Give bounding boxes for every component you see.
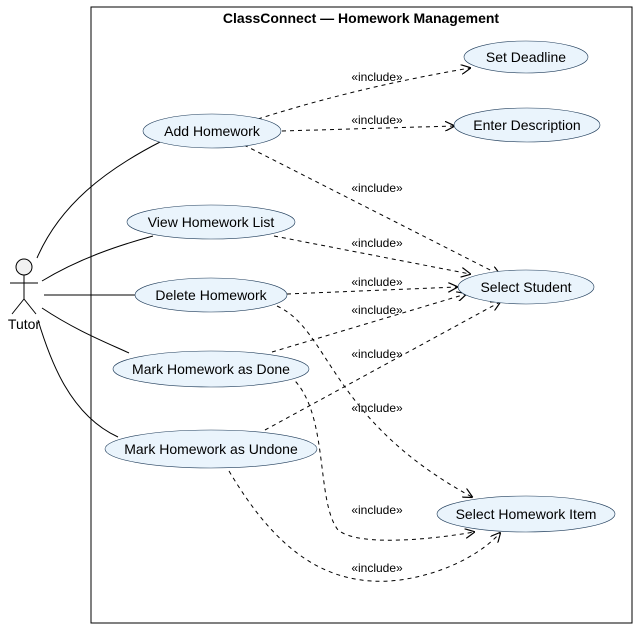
include-done-to-homework-item bbox=[289, 375, 474, 541]
usecase-label: Select Student bbox=[480, 279, 571, 295]
include-label: «include» bbox=[351, 181, 403, 195]
usecase-enter-description[interactable]: Enter Description bbox=[453, 107, 601, 143]
usecase-shape bbox=[457, 269, 595, 305]
usecase-shape bbox=[453, 107, 601, 143]
system-title: ClassConnect — Homework Management bbox=[223, 10, 500, 26]
usecase-delete-homework[interactable]: Delete Homework bbox=[134, 277, 288, 313]
usecase-view-homework-list[interactable]: View Homework List bbox=[126, 204, 296, 240]
usecase-shape bbox=[134, 277, 288, 313]
include-label: «include» bbox=[351, 113, 403, 127]
usecase-label: Delete Homework bbox=[155, 287, 267, 303]
usecase-shape bbox=[104, 429, 318, 469]
include-delete-to-homework-item bbox=[276, 305, 472, 497]
include-label: «include» bbox=[351, 275, 403, 289]
association-add-homework bbox=[36, 140, 163, 259]
actor-right-leg bbox=[23, 298, 37, 315]
include-label: «include» bbox=[351, 561, 403, 575]
actor-name: Tutor bbox=[8, 316, 40, 332]
usecase-add-homework[interactable]: Add Homework bbox=[142, 113, 282, 149]
usecase-set-deadline[interactable]: Set Deadline bbox=[463, 40, 589, 74]
actor-head bbox=[15, 258, 33, 276]
usecase-shape bbox=[112, 350, 310, 388]
usecase-label: Mark Homework as Done bbox=[132, 361, 290, 377]
include-add-to-deadline bbox=[257, 68, 470, 120]
usecase-mark-homework-done[interactable]: Mark Homework as Done bbox=[112, 350, 310, 388]
association-mark-undone bbox=[37, 319, 119, 438]
usecase-label: Mark Homework as Undone bbox=[124, 441, 298, 457]
include-label: «include» bbox=[351, 236, 403, 250]
usecase-label: View Homework List bbox=[148, 214, 275, 230]
actor-left-leg bbox=[11, 298, 25, 315]
association-view-homework-list bbox=[41, 235, 154, 282]
include-label: «include» bbox=[351, 401, 403, 415]
include-undone-to-homework-item bbox=[228, 470, 500, 582]
include-label: «include» bbox=[351, 70, 403, 84]
usecase-shape bbox=[142, 113, 282, 149]
include-view-to-student bbox=[273, 235, 470, 274]
include-label: «include» bbox=[351, 503, 403, 517]
usecase-label: Set Deadline bbox=[486, 49, 566, 65]
usecase-mark-homework-undone[interactable]: Mark Homework as Undone bbox=[104, 429, 318, 469]
usecase-shape bbox=[436, 495, 616, 533]
usecase-label: Select Homework Item bbox=[456, 506, 597, 522]
include-done-to-student bbox=[271, 294, 466, 353]
usecase-label: Enter Description bbox=[473, 117, 580, 133]
actor-tutor[interactable]: Tutor bbox=[8, 258, 40, 332]
usecase-shape bbox=[463, 40, 589, 74]
usecase-shape bbox=[126, 204, 296, 240]
include-label: «include» bbox=[351, 347, 403, 361]
usecase-select-student[interactable]: Select Student bbox=[457, 269, 595, 305]
usecase-select-homework-item[interactable]: Select Homework Item bbox=[436, 495, 616, 533]
usecase-label: Add Homework bbox=[164, 123, 261, 139]
include-label: «include» bbox=[351, 303, 403, 317]
association-mark-done bbox=[41, 307, 130, 354]
